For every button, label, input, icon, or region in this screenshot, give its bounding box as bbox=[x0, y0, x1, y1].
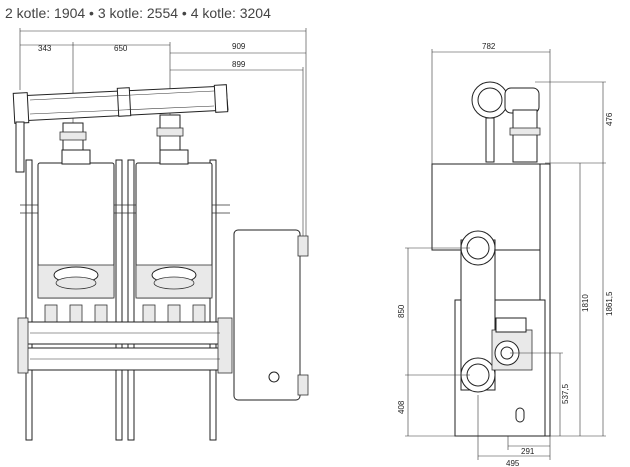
side-pump bbox=[491, 317, 533, 371]
flue-pipe bbox=[12, 84, 229, 173]
boiler-unit-1 bbox=[37, 149, 115, 299]
front-view: 343 650 909 899 bbox=[12, 28, 309, 441]
side-flue-elbow bbox=[471, 81, 541, 163]
dim-343: 343 bbox=[38, 44, 52, 53]
dim-782: 782 bbox=[482, 42, 496, 51]
manifold bbox=[17, 317, 233, 374]
dim-495: 495 bbox=[506, 459, 520, 467]
dim-650: 650 bbox=[114, 44, 128, 53]
dim-291: 291 bbox=[521, 447, 535, 456]
dim-909: 909 bbox=[232, 42, 246, 51]
header-title: 2 kotle: 1904 • 3 kotle: 2554 • 4 kotle:… bbox=[5, 5, 271, 21]
dim-1810: 1810 bbox=[581, 294, 590, 312]
side-return-pipe bbox=[460, 230, 496, 393]
valve-group bbox=[44, 304, 206, 326]
side-view: 782 476 bbox=[397, 42, 614, 467]
dim-408: 408 bbox=[397, 400, 406, 414]
dim-1861-5: 1861,5 bbox=[605, 291, 614, 316]
boiler-unit-2 bbox=[135, 149, 213, 299]
dim-850: 850 bbox=[397, 304, 406, 318]
dim-899: 899 bbox=[232, 60, 246, 69]
dim-476: 476 bbox=[605, 112, 614, 126]
side-drain bbox=[515, 407, 525, 423]
hydraulic-separator bbox=[233, 229, 309, 401]
dim-537-5: 537,5 bbox=[561, 383, 570, 404]
